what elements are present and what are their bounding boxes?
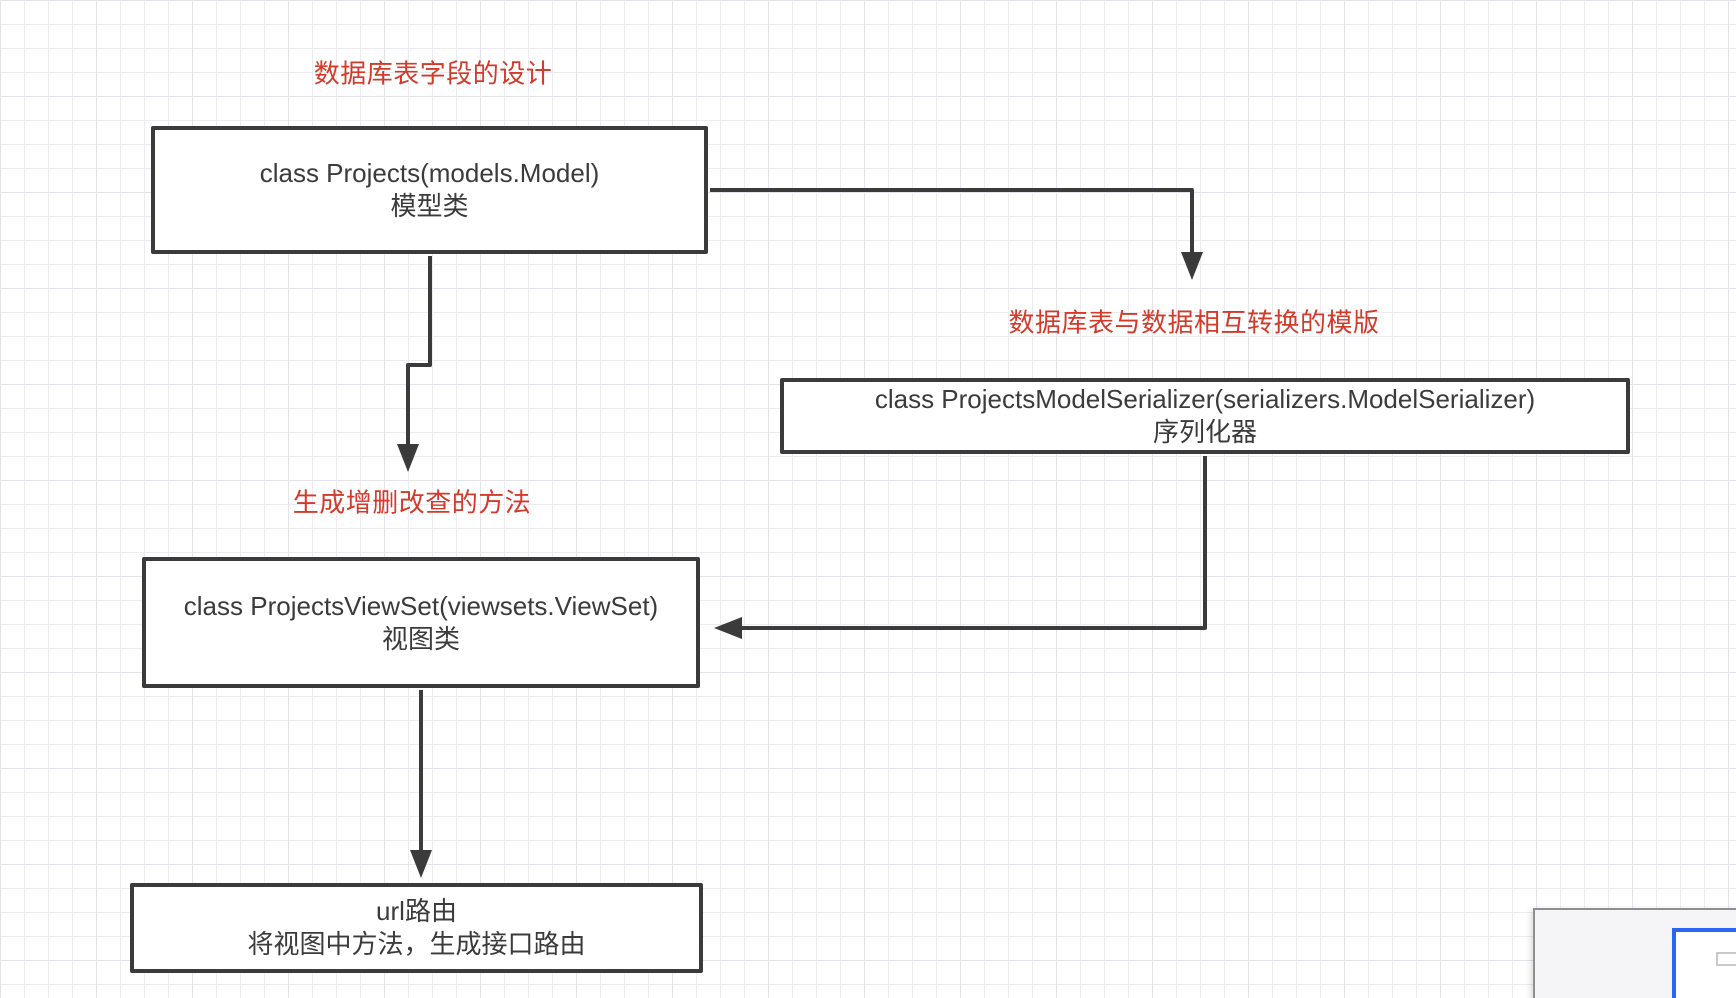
edge-model-to-viewset[interactable] xyxy=(397,256,432,472)
edge-viewset-to-router[interactable] xyxy=(410,690,432,878)
annotation-crud-methods[interactable]: 生成增删改查的方法 xyxy=(292,487,532,518)
node-title: class ProjectsViewSet(viewsets.ViewSet) xyxy=(183,590,659,621)
arrowhead-down-icon xyxy=(410,850,432,878)
node-subtitle: 模型类 xyxy=(390,191,469,221)
small-rectangle-shape[interactable] xyxy=(1716,952,1736,966)
node-title: url路由 xyxy=(376,896,457,926)
arrowhead-left-icon xyxy=(714,617,742,639)
selected-rectangle-shape[interactable] xyxy=(1672,928,1736,998)
node-subtitle: 将视图中方法，生成接口路由 xyxy=(247,929,586,959)
edge-line xyxy=(710,188,1194,254)
node-url-router[interactable]: url路由 将视图中方法，生成接口路由 xyxy=(130,883,703,973)
node-subtitle: 序列化器 xyxy=(1152,417,1257,447)
arrowhead-down-icon xyxy=(397,444,419,472)
edge-line xyxy=(406,256,432,446)
node-viewset-class[interactable]: class ProjectsViewSet(viewsets.ViewSet) … xyxy=(142,557,700,688)
arrowhead-down-icon xyxy=(1181,252,1203,280)
node-title: class ProjectsModelSerializer(serializer… xyxy=(874,384,1536,414)
node-title: class Projects(models.Model) xyxy=(259,158,600,188)
edge-line xyxy=(742,456,1207,630)
node-model-class[interactable]: class Projects(models.Model) 模型类 xyxy=(151,126,708,254)
node-serializer-class[interactable]: class ProjectsModelSerializer(serializer… xyxy=(780,378,1630,454)
annotation-serializer-template[interactable]: 数据库表与数据相互转换的模版 xyxy=(1008,307,1380,338)
node-subtitle: 视图类 xyxy=(381,623,460,654)
edge-serializer-to-viewset[interactable] xyxy=(714,456,1207,639)
edge-model-to-serializer[interactable] xyxy=(710,188,1203,280)
annotation-table-design[interactable]: 数据库表字段的设计 xyxy=(313,58,553,89)
